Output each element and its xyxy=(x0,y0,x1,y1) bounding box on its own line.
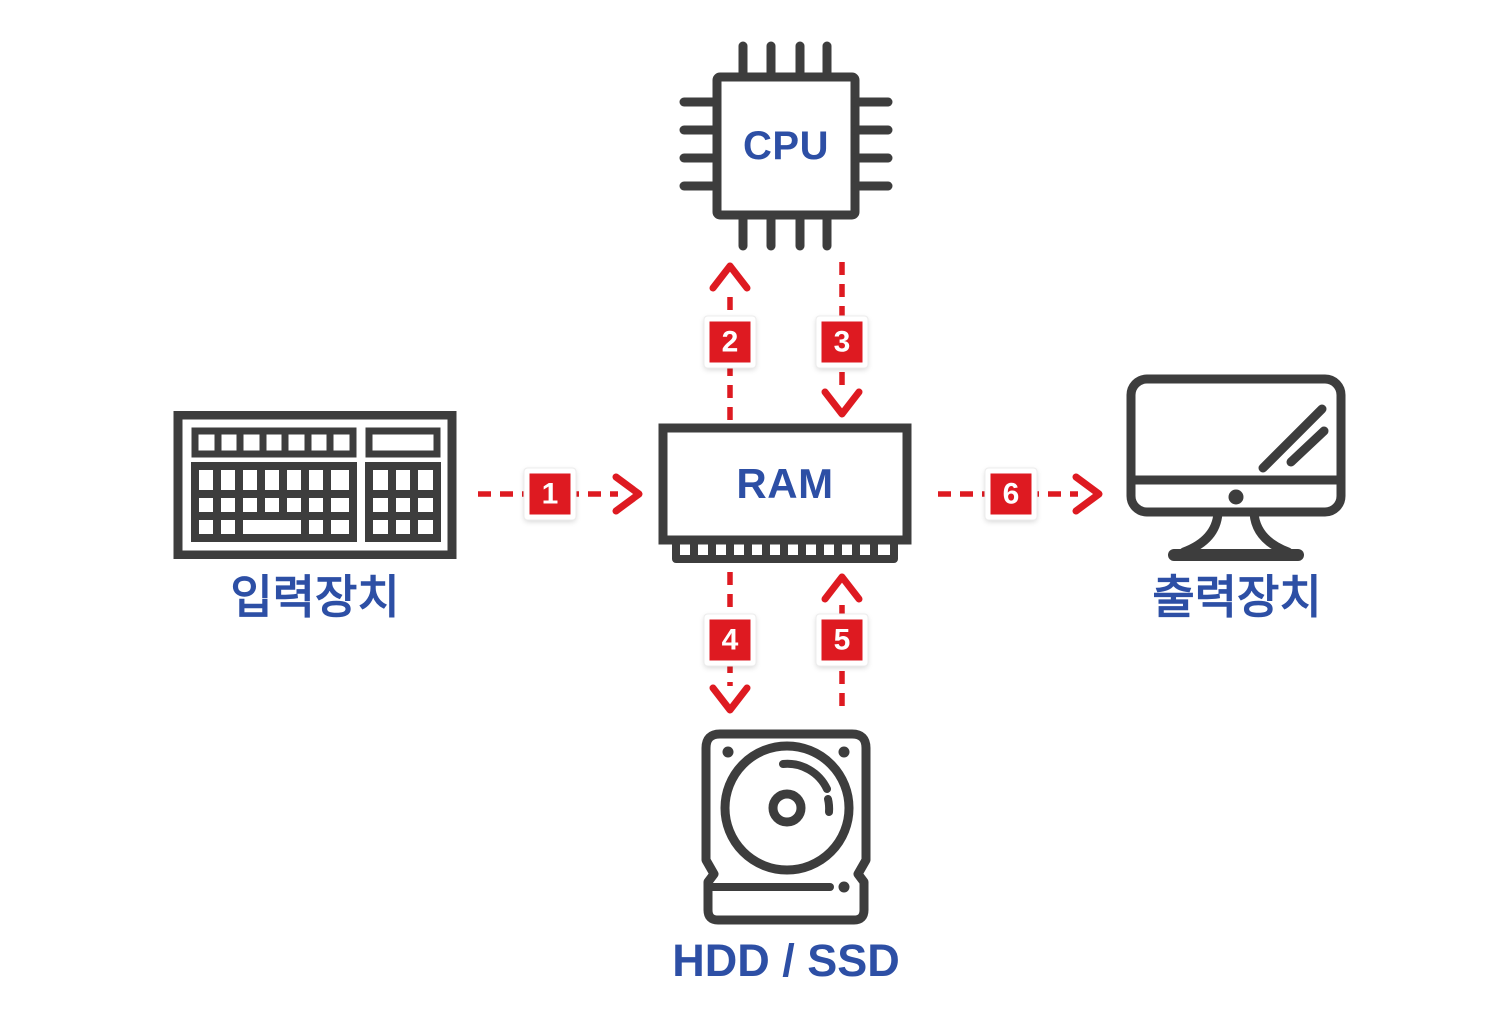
step-badge-6: 6 xyxy=(985,468,1037,520)
step-badge-3: 3 xyxy=(816,316,868,368)
arrowhead-down-3 xyxy=(821,388,863,418)
step-badge-5: 5 xyxy=(816,614,868,666)
arrowhead-up-2 xyxy=(709,262,751,292)
ram-module-icon xyxy=(658,423,912,563)
keyboard-icon xyxy=(173,411,457,559)
step-badge-2: 2 xyxy=(704,316,756,368)
node-output-device xyxy=(1124,372,1350,568)
output-device-label: 출력장치 xyxy=(1152,571,1322,623)
monitor-icon xyxy=(1126,374,1346,561)
arrowhead-up-5 xyxy=(821,573,863,603)
arrowhead-down-4 xyxy=(709,684,751,714)
storage-label: HDD / SSD xyxy=(672,935,900,986)
node-ram: RAM xyxy=(656,421,914,569)
ram-label: RAM xyxy=(736,460,834,507)
input-device-label: 입력장치 xyxy=(230,571,400,623)
cpu-label: CPU xyxy=(743,123,829,168)
arrowhead-right-1 xyxy=(612,473,643,515)
node-cpu: CPU xyxy=(678,40,894,252)
node-storage xyxy=(698,728,874,928)
hard-drive-icon xyxy=(701,729,871,925)
arrowhead-right-6 xyxy=(1072,473,1103,515)
cpu-chip-icon xyxy=(679,41,893,251)
node-input-device xyxy=(173,411,457,559)
step-badge-4: 4 xyxy=(704,614,756,666)
step-badge-1: 1 xyxy=(524,468,576,520)
